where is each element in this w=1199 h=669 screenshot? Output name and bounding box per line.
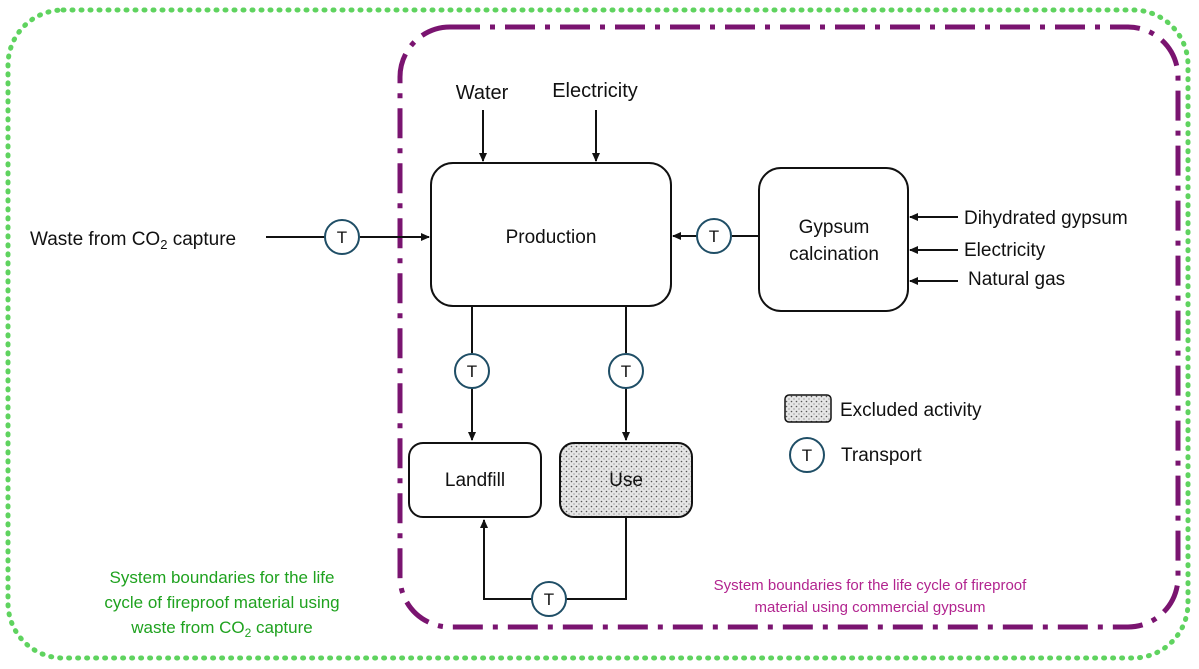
use-label: Use xyxy=(609,470,643,491)
electricity-gypsum-label: Electricity xyxy=(964,240,1046,261)
electricity-top-label: Electricity xyxy=(552,80,638,102)
outer-system-boundary xyxy=(5,7,1191,661)
outer-boundary-label-line1: System boundaries for the life xyxy=(110,568,335,587)
production-box xyxy=(430,162,672,307)
outer-boundary-label-line3: waste from CO2 capture xyxy=(130,618,312,640)
gypsum-label-line2: calcination xyxy=(789,244,879,265)
dihydrated-gypsum-label: Dihydrated gypsum xyxy=(964,208,1128,229)
transport-to-landfill-arrow xyxy=(480,519,532,600)
inner-boundary-label-line2: material using commercial gypsum xyxy=(755,599,986,616)
landfill-box xyxy=(408,442,542,518)
inner-system-boundary xyxy=(397,24,1181,630)
gypsum-calcination-box xyxy=(758,167,909,312)
use-to-transport-line xyxy=(566,517,627,600)
transport-letter-gypsum: T xyxy=(709,227,719,246)
legend-transport-label: Transport xyxy=(841,445,922,466)
transport-icon-use xyxy=(608,353,644,389)
inner-boundary-label-line1: System boundaries for the life cycle of … xyxy=(714,577,1027,594)
transport-icon-waste xyxy=(324,219,360,255)
legend-transport-letter: T xyxy=(802,446,812,465)
legend-excluded-swatch xyxy=(784,394,832,423)
gypsum-label-line1: Gypsum xyxy=(799,217,870,238)
transport-icon-landfill xyxy=(454,353,490,389)
transport-letter-landfill: T xyxy=(467,362,477,381)
legend-excluded-label: Excluded activity xyxy=(840,400,982,421)
landfill-label: Landfill xyxy=(445,470,505,491)
outer-boundary-label-line2: cycle of fireproof material using xyxy=(104,593,339,612)
transport-icon-gypsum xyxy=(696,218,732,254)
transport-icon-return xyxy=(531,581,567,617)
transport-letter-use: T xyxy=(621,362,631,381)
natural-gas-label: Natural gas xyxy=(968,269,1065,290)
water-label: Water xyxy=(456,82,509,104)
legend-transport-icon xyxy=(789,437,825,473)
transport-letter-waste: T xyxy=(337,228,347,247)
transport-letter-return: T xyxy=(544,590,554,609)
production-label: Production xyxy=(506,227,597,248)
waste-co2-label: Waste from CO2 capture xyxy=(30,229,236,252)
